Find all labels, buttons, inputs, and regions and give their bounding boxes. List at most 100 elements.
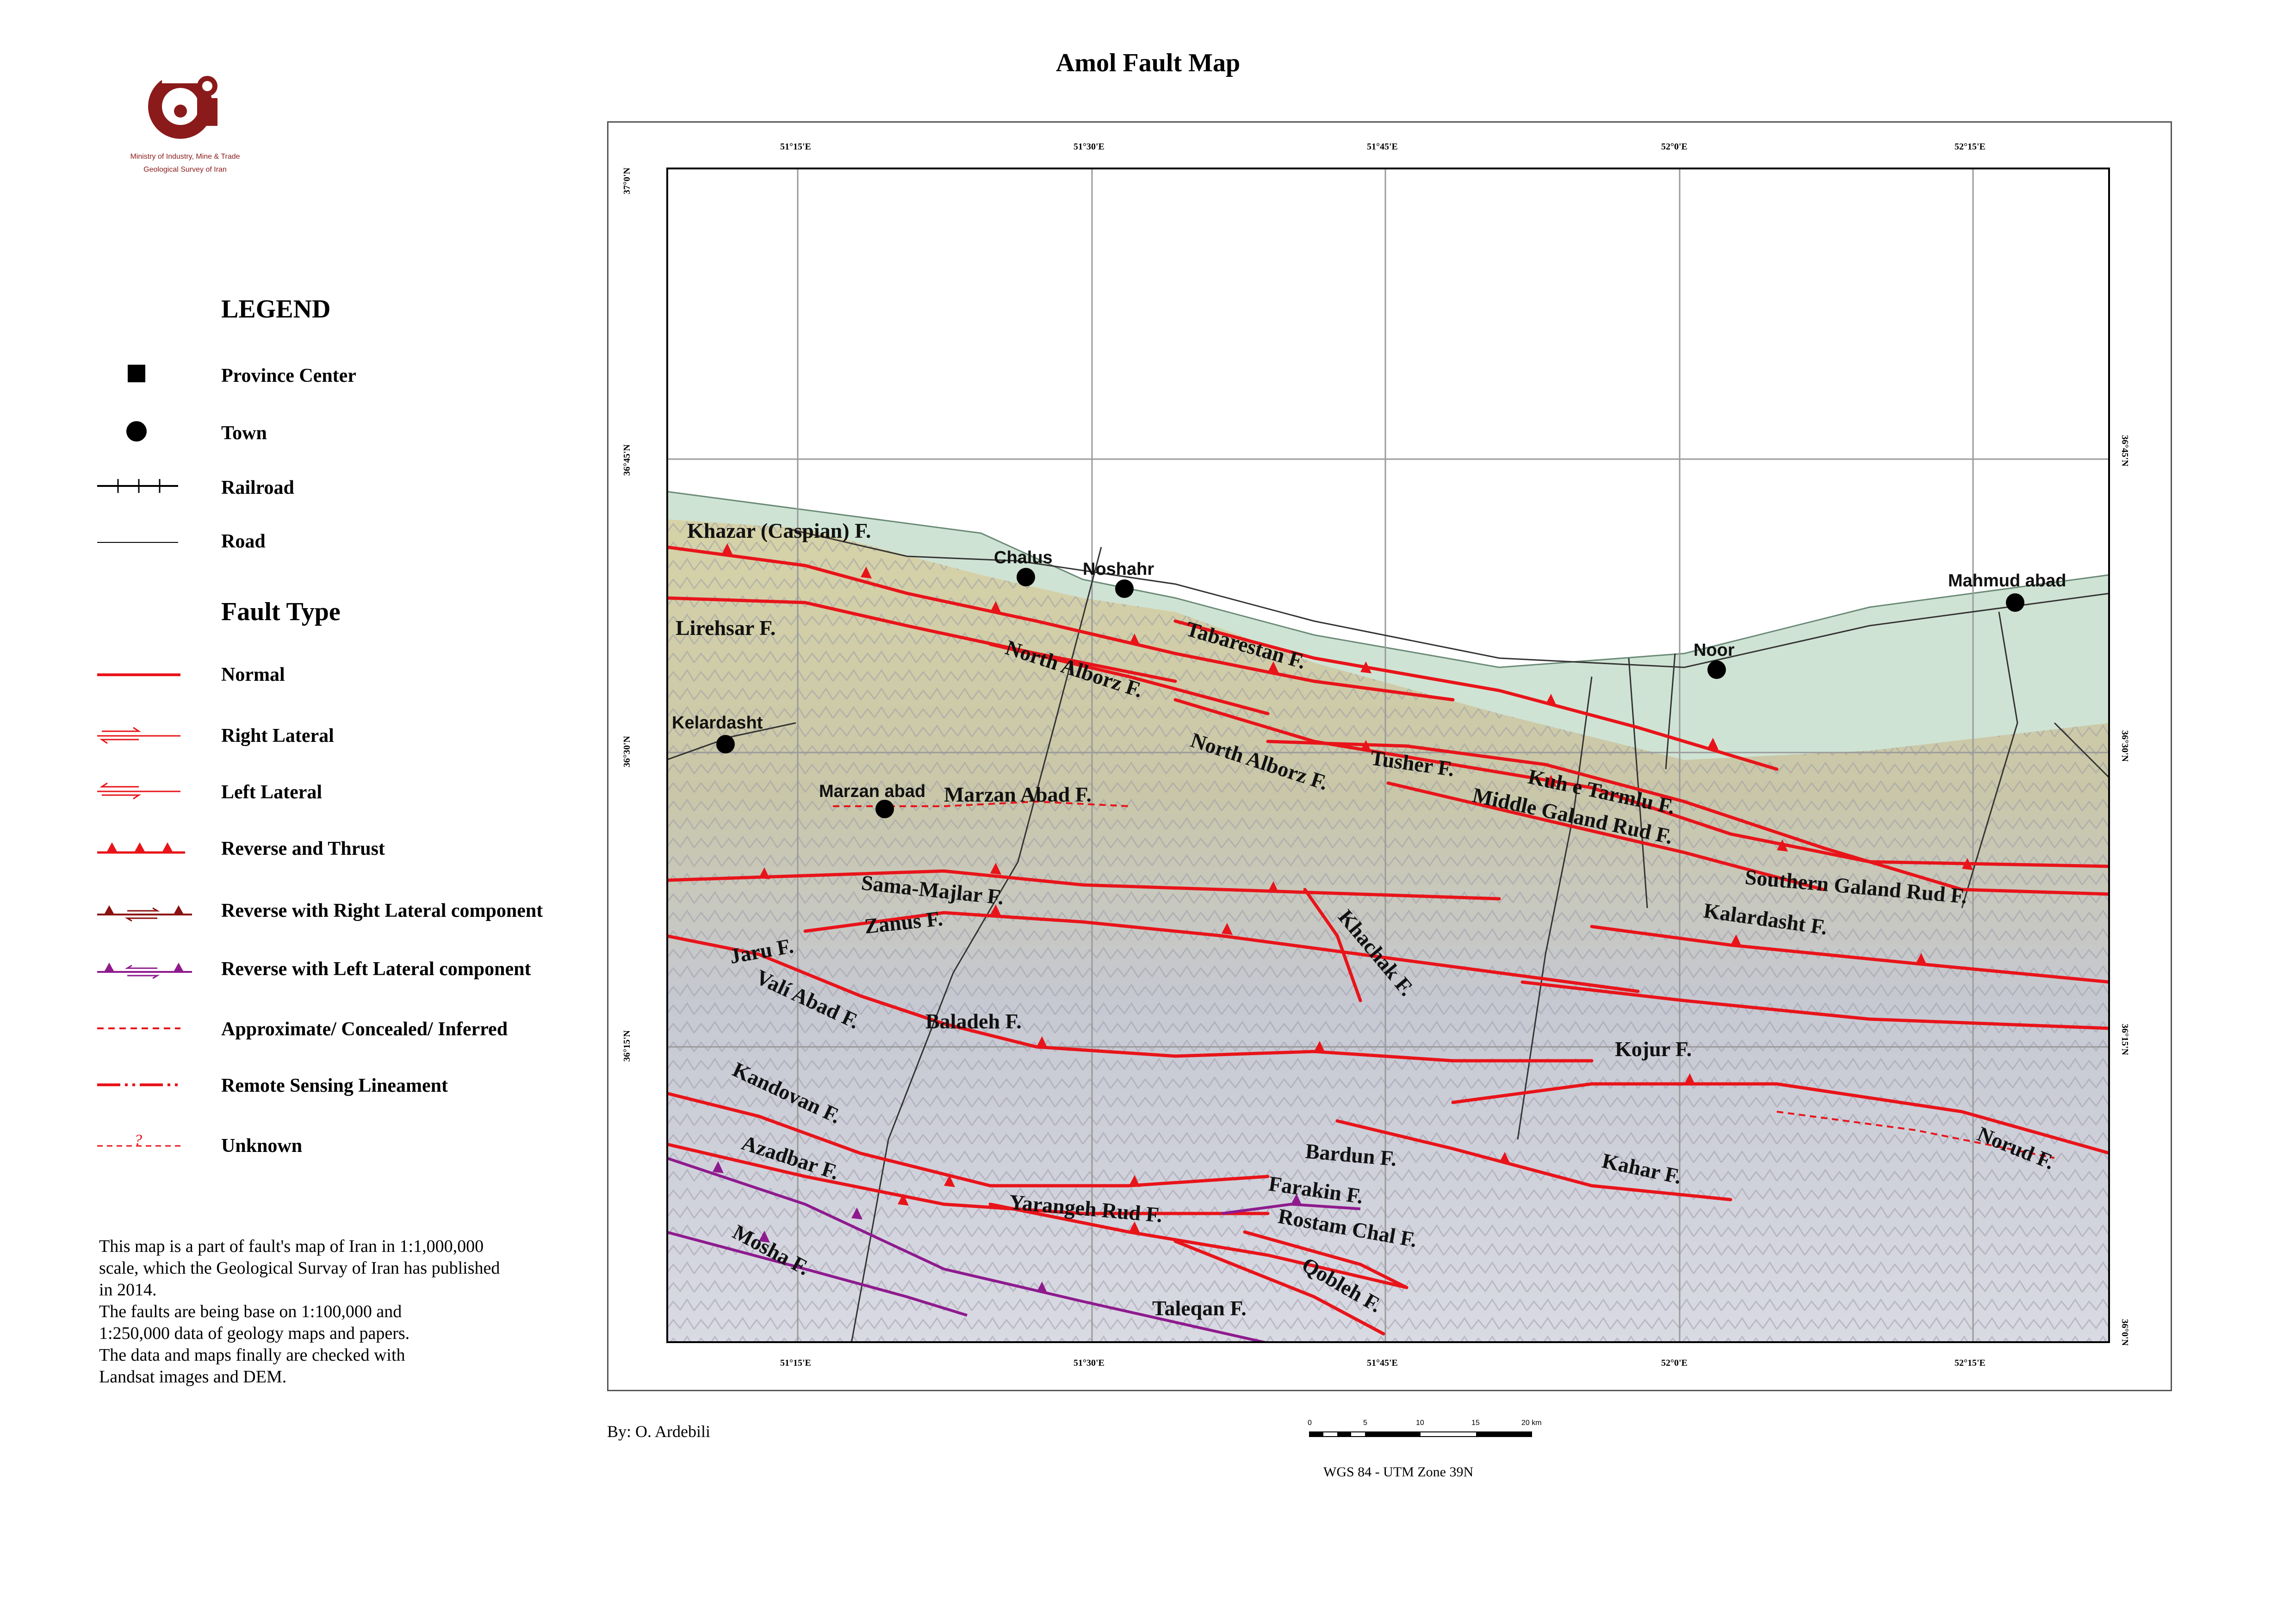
scale-bar: 0 5 10 15 20 km: [1305, 1414, 1545, 1442]
circle-icon: [126, 421, 147, 442]
fault-label: Baladeh F.: [925, 1009, 1022, 1033]
note-line: in 2014.: [99, 1280, 157, 1300]
lon-label-bottom: 52°0'E: [1661, 1358, 1688, 1368]
legend-item-province-center: Province Center: [221, 365, 356, 386]
scale-label: 5: [1363, 1419, 1367, 1427]
caspian-coastal-zone: [666, 492, 2110, 760]
scale-label: 20 km: [1521, 1419, 1542, 1427]
dash-dot-fault-icon: [97, 1083, 180, 1086]
lat-label-right: 36°30'N: [2120, 730, 2130, 762]
lon-label-bottom: 52°15'E: [1955, 1358, 1986, 1368]
gsi-logo: Ministry of Industry, Mine & Trade Geolo…: [93, 69, 278, 190]
road-line-icon: [97, 542, 178, 543]
fault-label: Kojur F.: [1615, 1037, 1692, 1061]
town-marker-noshahr: [1115, 579, 1134, 598]
thrust-teeth: [722, 543, 1973, 1233]
map-note: This map is a part of fault's map of Ira…: [99, 1236, 562, 1388]
fault-azadbar: [666, 1142, 1270, 1215]
legend-fault-left-lateral: Left Lateral: [221, 782, 323, 803]
legend-fault-remote-sensing: Remote Sensing Lineament: [221, 1075, 448, 1096]
scale-label: 0: [1308, 1419, 1312, 1427]
lat-label-right: 36°15'N: [2120, 1024, 2130, 1055]
reverse-right-lateral-symbol: [93, 897, 192, 925]
fault-middle-galand: [1386, 781, 1825, 891]
fault-sama-majlar: [666, 869, 1501, 901]
fault-tusher: [1266, 740, 2110, 896]
note-line: This map is a part of fault's map of Ira…: [99, 1237, 484, 1256]
square-icon: [128, 365, 145, 382]
fault-zanus: [803, 911, 1640, 993]
reverse-right-lateral-icon: [97, 905, 192, 922]
right-lateral-icon: [97, 727, 180, 744]
fault-kalardasht: [1590, 925, 2110, 984]
note-line: 1:250,000 data of geology maps and paper…: [99, 1324, 410, 1343]
roads: [666, 528, 2110, 1343]
legend-fault-unknown: Unknown: [221, 1135, 303, 1157]
fault-taleqan-purple: [666, 1157, 1268, 1343]
lat-label-right: 36°45'N: [2120, 435, 2130, 467]
legend-fault-normal: Normal: [221, 664, 285, 685]
town-label-kelardasht: Kelardasht: [672, 713, 763, 733]
scale-bar-graphic: [1309, 1431, 1532, 1437]
map-frame: [607, 121, 2172, 1391]
fault-north-alborz-1: [988, 642, 1270, 716]
town-label-noor: Noor: [1694, 641, 1735, 660]
legend-item-town: Town: [221, 423, 267, 444]
left-lateral-icon: [97, 782, 180, 800]
fault-label: Lirehsar F.: [676, 616, 776, 640]
fault-tabarestan: [1173, 619, 1779, 771]
lat-label-left: 37°0'N: [622, 168, 632, 194]
fault-lines: [666, 545, 2110, 1336]
fault-qobleh: [1173, 1239, 1385, 1336]
fault-khachak: [1303, 888, 1362, 1002]
lat-label-left: 36°45'N: [622, 444, 632, 476]
town-label-chalus: Chalus: [994, 548, 1053, 567]
road-symbol: [93, 528, 185, 555]
map-neatline: [666, 168, 2110, 1343]
normal-fault-icon: [97, 673, 180, 676]
legend-fault-right-lateral: Right Lateral: [221, 725, 334, 747]
scale-label: 15: [1471, 1419, 1480, 1427]
map-title: Amol Fault Map: [1055, 49, 1241, 77]
fault-type-title: Fault Type: [221, 597, 341, 626]
fault-norud-unknown: [1776, 1111, 2055, 1159]
note-line: The data and maps finally are checked wi…: [99, 1345, 405, 1365]
fault-label: Khazar (Caspian) F.: [687, 519, 871, 542]
lon-label-bottom: 51°30'E: [1074, 1358, 1105, 1368]
fault-khazar: [666, 545, 1455, 702]
fault-farakin: [1243, 1230, 1409, 1289]
gsi-logo-emblem: [148, 69, 217, 139]
unknown-fault-icon: ?: [97, 1132, 180, 1149]
dash-dot-fault-symbol: [93, 1071, 185, 1099]
author-credit: By: O. Ardebili: [607, 1422, 710, 1441]
lon-label-top: 51°45'E: [1367, 142, 1398, 152]
normal-fault-symbol: [93, 661, 185, 689]
note-line: The faults are being base on 1:100,000 a…: [99, 1302, 402, 1321]
logo-ministry-text: Ministry of Industry, Mine & Trade: [130, 153, 240, 161]
fault-label: Marzan Abad F.: [944, 783, 1092, 806]
town-marker-chalus: [1017, 568, 1035, 586]
legend-title: LEGEND: [221, 295, 331, 324]
legend-fault-reverse-left: Reverse with Left Lateral component: [221, 958, 531, 980]
thrust-fault-icon: [97, 842, 194, 854]
lat-label-left: 36°15'N: [622, 1030, 632, 1062]
note-line: scale, which the Geological Survay of Ir…: [99, 1258, 500, 1278]
lon-label-top: 51°30'E: [1074, 142, 1105, 152]
fault-kahar: [1335, 1119, 1732, 1201]
unknown-fault-symbol: ?: [93, 1131, 185, 1159]
legend-fault-thrust: Reverse and Thrust: [221, 838, 385, 859]
fault-norud: [1451, 1082, 2110, 1155]
town-marker-kelardasht: [716, 735, 735, 753]
lat-label-right: 36°0'N: [2120, 1319, 2130, 1346]
logo-survey-text: Geological Survey of Iran: [143, 166, 227, 174]
graticule: [666, 168, 2110, 1343]
fault-mosha-purple: [666, 1231, 968, 1317]
town-label-noshahr: Noshahr: [1083, 560, 1154, 579]
legend-item-road: Road: [221, 531, 266, 552]
fault-map: Chalus Noshahr Mahmud abad Noor Kelardas…: [666, 168, 2110, 1343]
right-lateral-symbol: [93, 722, 185, 750]
lon-label-bottom: 51°45'E: [1367, 1358, 1398, 1368]
legend-item-railroad: Railroad: [221, 477, 294, 498]
town-markers: [716, 568, 2024, 818]
reverse-left-lateral-icon: [97, 963, 192, 979]
